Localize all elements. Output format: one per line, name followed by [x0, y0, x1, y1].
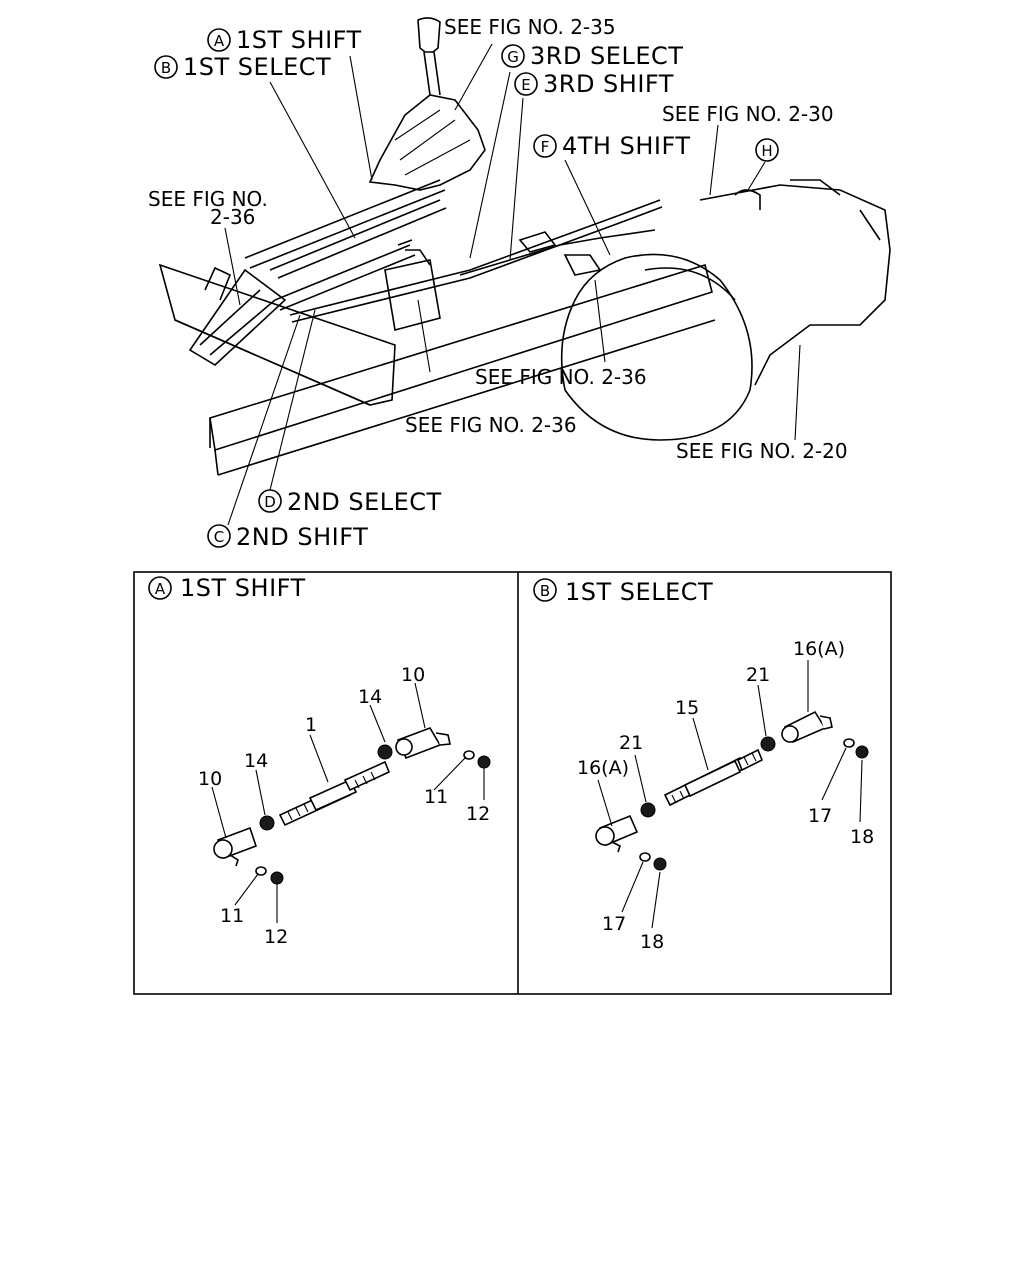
part-label-17-right: 17	[808, 805, 832, 827]
panel-title: 1ST SELECT	[565, 578, 713, 606]
locknut-left	[653, 857, 667, 871]
rod-threaded-right	[736, 748, 764, 772]
rod-threaded-right	[343, 760, 391, 792]
callout-4th-shift: F 4TH SHIFT	[533, 132, 691, 160]
callout-3rd-select: G 3RD SELECT	[501, 42, 683, 70]
washer-right	[843, 738, 855, 748]
nut-left	[640, 802, 656, 818]
callout-label: 3RD SHIFT	[543, 70, 674, 98]
part-label-18-right: 18	[850, 826, 874, 848]
ref-fig-2-20: SEE FIG NO. 2-20	[676, 439, 848, 463]
part-label-16a-right: 16(A)	[793, 638, 845, 660]
callout-letter: G	[507, 48, 519, 66]
callout-label: 1ST SELECT	[183, 53, 331, 81]
ref-fig-2-30: SEE FIG NO. 2-30	[662, 102, 834, 126]
callout-label: 2ND SELECT	[287, 488, 442, 516]
callout-label: 4TH SHIFT	[562, 132, 691, 160]
part-label-10-left: 10	[198, 768, 222, 790]
detail-panels-frame	[133, 571, 892, 995]
part-label-11-right: 11	[424, 786, 448, 808]
ref-fig-2-36-lower: SEE FIG NO. 2-36	[405, 413, 577, 437]
overview-leader-lines	[224, 43, 801, 526]
panel-1st-select: B 1ST SELECT 15 21 16(A)	[533, 578, 874, 953]
part-label-18-left: 18	[640, 931, 664, 953]
nut-right	[760, 736, 776, 752]
callout-letter: H	[761, 142, 772, 160]
part-label-16a-left: 16(A)	[577, 757, 629, 779]
callout-letter: C	[214, 528, 224, 546]
callout-label: 1ST SHIFT	[236, 26, 362, 54]
part-label-14-left: 14	[244, 750, 268, 772]
callout-h: H	[755, 138, 779, 162]
callout-letter: E	[521, 76, 530, 94]
part-label-21-left: 21	[619, 732, 643, 754]
ref-fig-2-36-left-number: 2-36	[210, 205, 255, 229]
part-label-1: 1	[305, 714, 317, 736]
callout-1st-select: B 1ST SELECT	[154, 53, 331, 81]
panel-letter: B	[540, 582, 550, 600]
locknut-right	[477, 755, 491, 769]
part-label-14-right: 14	[358, 686, 382, 708]
panel-title: 1ST SHIFT	[180, 574, 306, 602]
part-label-15: 15	[675, 697, 699, 719]
callout-letter: A	[214, 32, 225, 50]
panel-1st-shift: A 1ST SHIFT 1 14 10 10	[148, 574, 491, 948]
part-label-17-left: 17	[602, 913, 626, 935]
callout-2nd-shift: C 2ND SHIFT	[207, 523, 368, 551]
washer-left	[639, 852, 651, 862]
ref-fig-2-35: SEE FIG NO. 2-35	[444, 15, 616, 39]
callout-2nd-select: D 2ND SELECT	[258, 488, 442, 516]
callout-letter: F	[541, 138, 550, 156]
callout-letter: D	[264, 493, 276, 511]
rod-sleeve	[308, 778, 358, 812]
nut-left	[259, 815, 275, 831]
part-label-21-right: 21	[746, 664, 770, 686]
part-label-12-right: 12	[466, 803, 490, 825]
panel-letter: A	[155, 580, 166, 598]
locknut-right	[855, 745, 869, 759]
washer-right	[463, 750, 475, 760]
ref-fig-2-36-mid: SEE FIG NO. 2-36	[475, 365, 647, 389]
callout-1st-shift: A 1ST SHIFT	[207, 26, 362, 54]
washer-left	[255, 866, 267, 876]
part-label-11-left: 11	[220, 905, 244, 927]
callout-label: 2ND SHIFT	[236, 523, 368, 551]
callout-label: 3RD SELECT	[530, 42, 683, 70]
rod-sleeve	[683, 759, 742, 798]
callout-3rd-shift: E 3RD SHIFT	[514, 70, 674, 98]
part-label-10-right: 10	[401, 664, 425, 686]
locknut-left	[270, 871, 284, 885]
part-label-12-left: 12	[264, 926, 288, 948]
ref-fig-2-36-left: SEE FIG NO.	[148, 187, 268, 211]
overview-assembly-illustration	[158, 17, 891, 476]
nut-right	[377, 744, 393, 760]
callout-letter: B	[161, 59, 171, 77]
